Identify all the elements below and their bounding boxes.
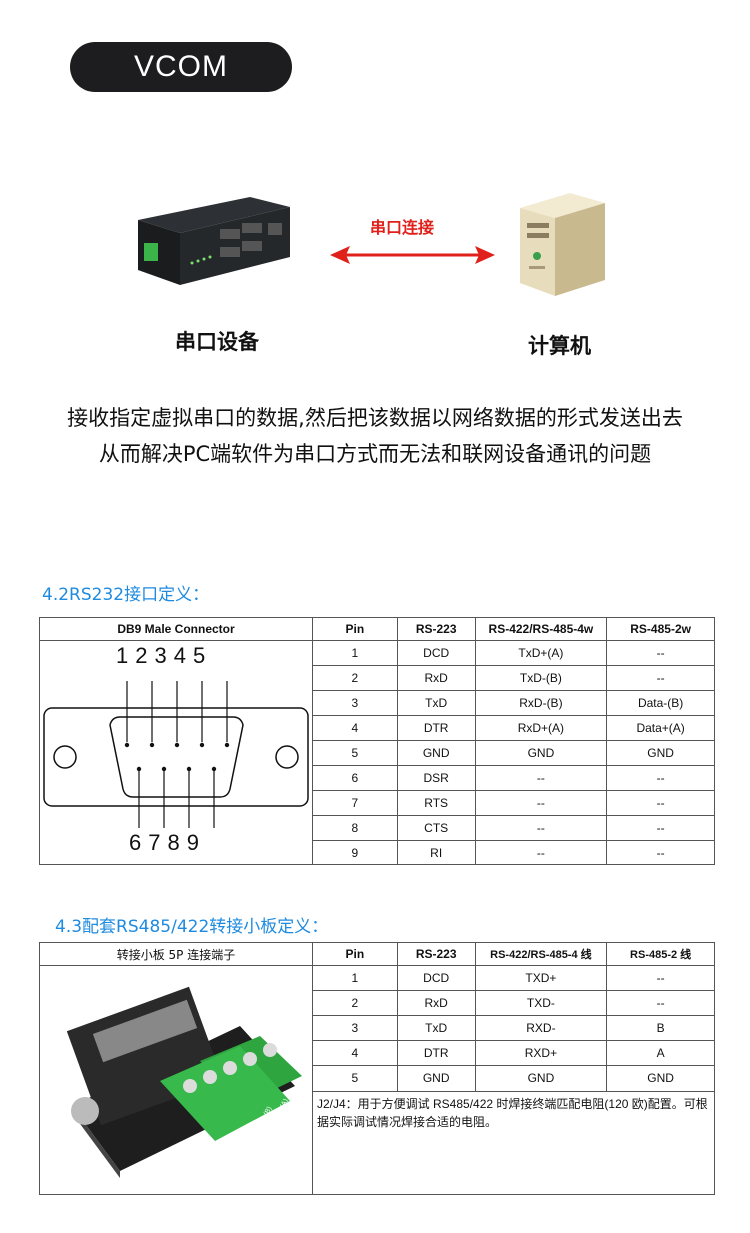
- page-title-pill: VCOM: [70, 42, 292, 92]
- col-header: RS-422/RS-485-4 线: [474, 942, 608, 966]
- table-cell: TxD: [396, 690, 476, 716]
- table-cell: 1: [312, 964, 398, 992]
- col-header: RS-223: [396, 617, 476, 641]
- table-cell: --: [606, 815, 715, 841]
- table-cell: GND: [606, 740, 715, 766]
- table-cell: 5: [312, 1065, 398, 1092]
- pin-number: 8: [167, 830, 187, 855]
- table-cell: --: [606, 665, 715, 691]
- table-cell: RxD+(A): [474, 715, 608, 741]
- table-cell: DCD: [396, 964, 476, 992]
- table-cell: 6: [312, 765, 398, 791]
- table-cell: 5: [312, 740, 398, 766]
- computer-tower-icon: [515, 188, 610, 298]
- table-cell: GND: [474, 740, 608, 766]
- table-cell: DCD: [396, 640, 476, 666]
- table-cell: GND: [474, 1065, 608, 1092]
- table-cell: --: [606, 990, 715, 1017]
- adapter-board-image-cell: TKB013A11010 J1 T+ T- R-(B) R+(A) GND: [39, 965, 313, 1195]
- pin-number: 2: [135, 643, 155, 668]
- pin-number: 7: [148, 830, 168, 855]
- double-arrow-icon: [330, 243, 495, 267]
- resistor-note: J2/J4：用于方便调试 RS485/422 时焊接终端匹配电阻(120 欧)配…: [312, 1090, 715, 1196]
- table-cell: --: [474, 815, 608, 841]
- image-header: 转接小板 5P 连接端子: [39, 942, 313, 966]
- table-cell: Data+(A): [606, 715, 715, 741]
- db9-diagram-cell: 12345 6789: [39, 640, 313, 865]
- table-cell: DTR: [396, 715, 476, 741]
- rs232-pin-table: DB9 Male Connector Pin RS-223 RS-422/RS-…: [39, 617, 715, 865]
- rs485-adapter-table: 转接小板 5P 连接端子 Pin RS-223 RS-422/RS-485-4 …: [39, 942, 715, 1196]
- table-cell: 4: [312, 1040, 398, 1067]
- table-cell: RxD-(B): [474, 690, 608, 716]
- table-cell: 4: [312, 715, 398, 741]
- col-header: RS-223: [396, 942, 476, 966]
- table-cell: TxD-(B): [474, 665, 608, 691]
- table-cell: --: [606, 790, 715, 816]
- table-cell: RxD: [396, 665, 476, 691]
- serial-device-image: [130, 185, 300, 295]
- table-cell: TxD: [396, 1015, 476, 1042]
- table-cell: 1: [312, 640, 398, 666]
- table-cell: TxD+(A): [474, 640, 608, 666]
- section-rs232-title: 4.2RS232接口定义：: [42, 585, 210, 605]
- link-label: 串口连接: [370, 218, 435, 237]
- table-cell: RI: [396, 840, 476, 865]
- table-cell: 2: [312, 665, 398, 691]
- table-cell: --: [606, 640, 715, 666]
- table-cell: GND: [396, 740, 476, 766]
- col-header: RS-485-2 线: [606, 942, 715, 966]
- bottom-pin-numbers: 6789: [129, 830, 206, 856]
- col-header: Pin: [312, 617, 398, 641]
- computer-label: 计算机: [528, 334, 591, 358]
- table-cell: --: [474, 765, 608, 791]
- table-cell: DTR: [396, 1040, 476, 1067]
- db9-connector-drawing: [43, 681, 309, 828]
- pin-number: 3: [154, 643, 174, 668]
- table-cell: --: [606, 765, 715, 791]
- pin-number: 1: [116, 643, 136, 668]
- table-cell: DSR: [396, 765, 476, 791]
- table-cell: RTS: [396, 790, 476, 816]
- table-cell: 8: [312, 815, 398, 841]
- table-cell: TXD-: [474, 990, 608, 1017]
- table-cell: 7: [312, 790, 398, 816]
- col-header: RS-485-2w: [606, 617, 715, 641]
- table-cell: TXD+: [474, 964, 608, 992]
- table-cell: --: [606, 964, 715, 992]
- section-rs485-title: 4.3配套RS485/422转接小板定义：: [55, 917, 329, 937]
- top-pin-numbers: 12345: [116, 643, 212, 669]
- device-label: 串口设备: [175, 330, 259, 354]
- table-cell: GND: [396, 1065, 476, 1092]
- table-cell: --: [474, 840, 608, 865]
- table-cell: Data-(B): [606, 690, 715, 716]
- pin-number: 6: [129, 830, 149, 855]
- table-cell: 3: [312, 1015, 398, 1042]
- adapter-board-image: [66, 986, 302, 1178]
- description-line-1: 接收指定虚拟串口的数据,然后把该数据以网络数据的形式发送出去: [67, 406, 683, 430]
- table-cell: 9: [312, 840, 398, 865]
- connector-header: DB9 Male Connector: [39, 617, 313, 641]
- table-cell: GND: [606, 1065, 715, 1092]
- table-cell: --: [606, 840, 715, 865]
- table-cell: CTS: [396, 815, 476, 841]
- table-cell: 2: [312, 990, 398, 1017]
- table-cell: 3: [312, 690, 398, 716]
- table-cell: A: [606, 1040, 715, 1067]
- table-cell: RxD: [396, 990, 476, 1017]
- pin-number: 9: [186, 830, 206, 855]
- pin-number: 4: [173, 643, 193, 668]
- pin-number: 5: [193, 643, 213, 668]
- table-cell: RXD-: [474, 1015, 608, 1042]
- description-line-2: 从而解决PC端软件为串口方式而无法和联网设备通讯的问题: [98, 442, 652, 466]
- col-header: Pin: [312, 942, 398, 966]
- col-header: RS-422/RS-485-4w: [474, 617, 608, 641]
- table-cell: B: [606, 1015, 715, 1042]
- table-cell: RXD+: [474, 1040, 608, 1067]
- table-cell: --: [474, 790, 608, 816]
